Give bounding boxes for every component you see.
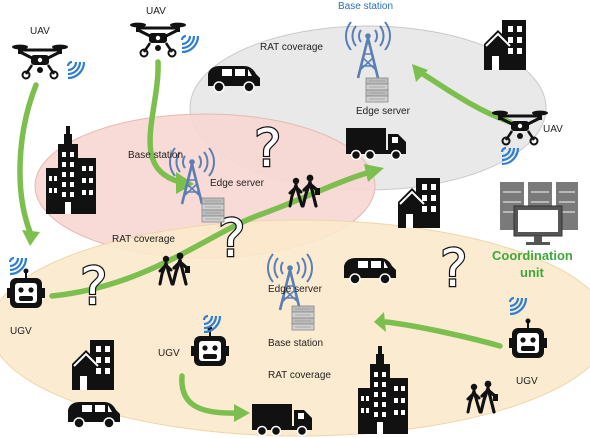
ugv-label: UGV bbox=[10, 326, 32, 337]
arrow-heads bbox=[22, 64, 428, 422]
rat-coverage-label: RAT coverage bbox=[260, 42, 323, 53]
rat-coverage-label: RAT coverage bbox=[112, 234, 175, 245]
edge-server-icon bbox=[291, 305, 315, 331]
house-icon bbox=[483, 19, 527, 71]
signal-icon bbox=[66, 60, 86, 80]
uav-icon bbox=[128, 21, 188, 59]
base-station-label: Base station bbox=[128, 150, 183, 161]
edge-server-label: Edge server bbox=[210, 178, 265, 189]
uav-to-bs-arrow bbox=[147, 59, 183, 185]
ugv-trajectory-arrow bbox=[49, 169, 373, 299]
coordination-unit-label: unit bbox=[520, 265, 544, 280]
uav-icon bbox=[10, 43, 70, 80]
base-station-label: Base station bbox=[338, 1, 393, 12]
coordination-unit-icon bbox=[500, 182, 578, 245]
edge-server-icon bbox=[201, 197, 225, 223]
ugv-label: UGV bbox=[516, 376, 538, 387]
ugv-bottom-arrow bbox=[179, 373, 239, 416]
signal-icon bbox=[180, 34, 200, 54]
edge-server-label: Edge server bbox=[356, 106, 411, 117]
ugv-label: UGV bbox=[158, 348, 180, 359]
ugv-right-arrow bbox=[383, 319, 503, 349]
uav-label: UAV bbox=[30, 26, 50, 37]
rat-coverage-label: RAT coverage bbox=[268, 370, 331, 381]
trajectory-arrows bbox=[17, 59, 513, 416]
question-mark-icon: ? bbox=[440, 239, 468, 299]
coordination-unit-label: Coordination bbox=[492, 248, 573, 263]
question-mark-icon: ? bbox=[254, 119, 282, 179]
monitor-icon bbox=[513, 205, 563, 245]
uav-trajectory-arrow bbox=[17, 82, 39, 235]
uav-label: UAV bbox=[543, 124, 563, 135]
base-station-label: Base station bbox=[268, 338, 323, 349]
van-icon bbox=[67, 401, 121, 429]
uav-label: UAV bbox=[146, 6, 166, 17]
question-mark-icon: ? bbox=[80, 257, 108, 317]
edge-server-label: Edge server bbox=[268, 284, 323, 295]
edge-server-icon bbox=[365, 77, 389, 103]
